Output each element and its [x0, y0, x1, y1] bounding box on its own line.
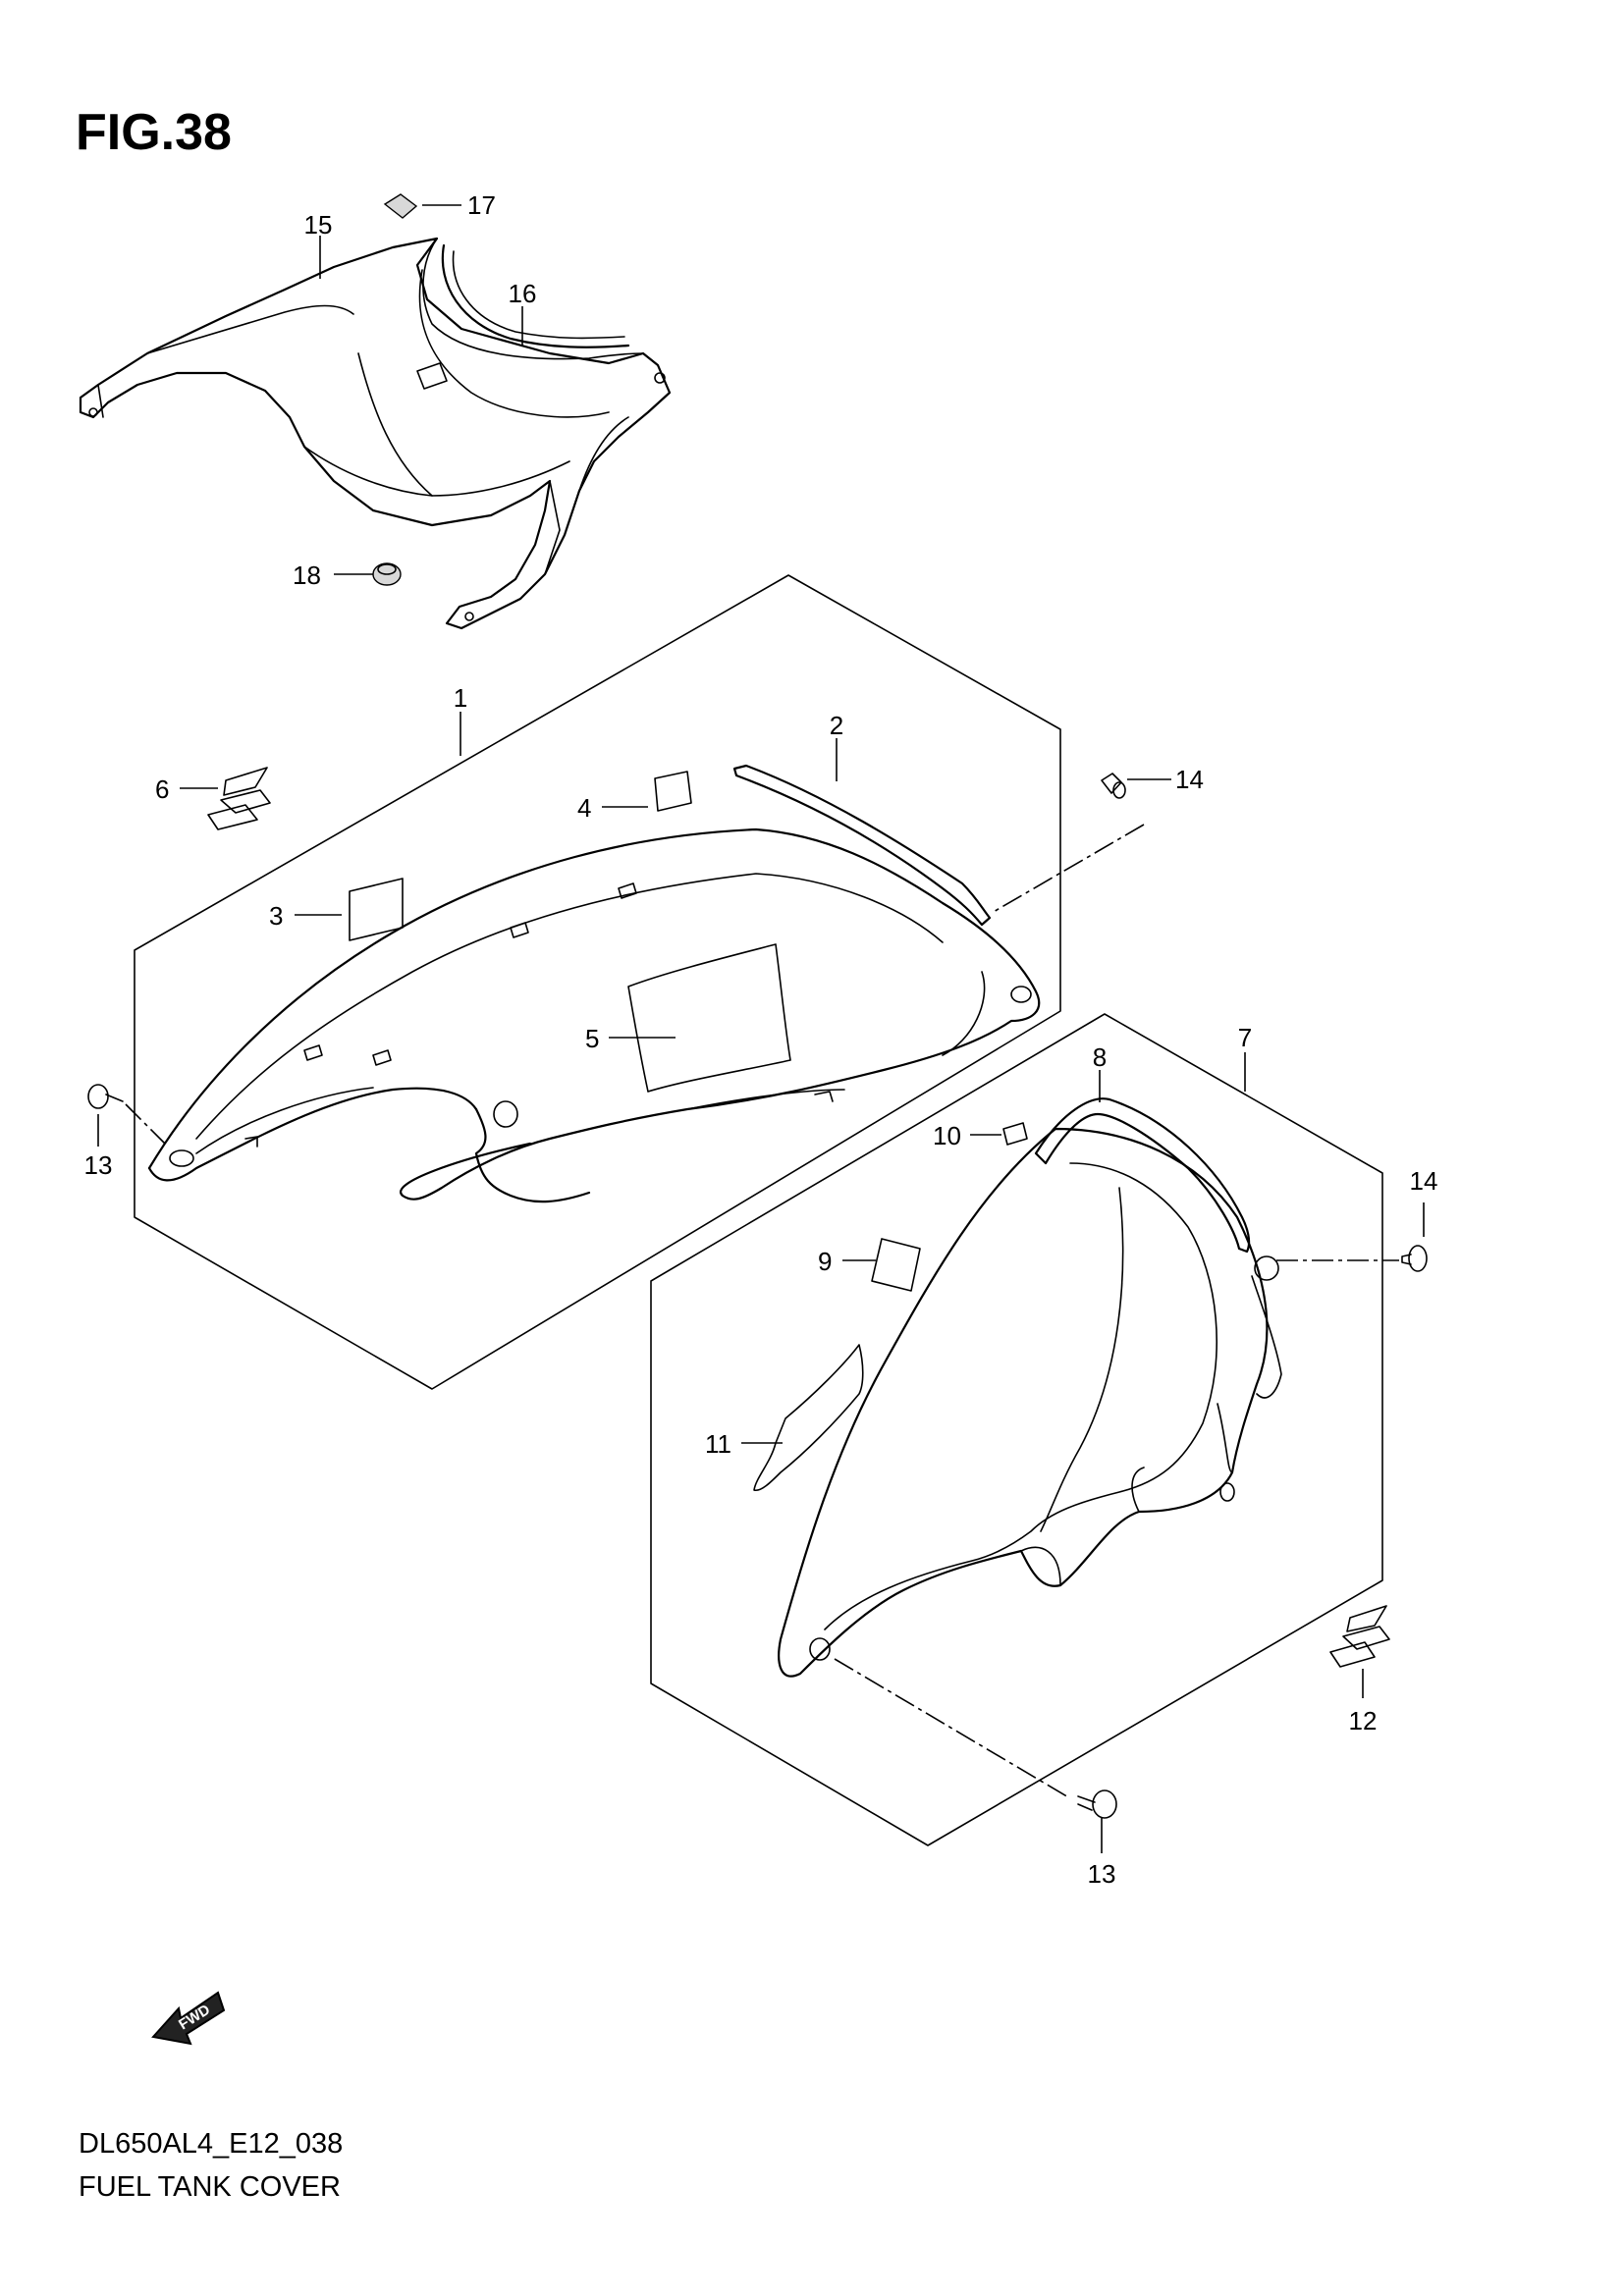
part-14-fastener-b	[1401, 1245, 1428, 1272]
callout-3: 3	[269, 901, 283, 931]
fwd-arrow-icon: FWD	[151, 1991, 226, 2046]
part-8-strip	[1034, 1097, 1251, 1254]
model-code: DL650AL4_E12_038	[79, 2128, 343, 2160]
callout-18: 18	[293, 561, 321, 590]
callout-16: 16	[509, 279, 537, 308]
diagram-caption: FUEL TANK COVER	[79, 2171, 341, 2203]
callout-13b: 13	[1088, 1859, 1116, 1889]
callout-15: 15	[304, 210, 333, 240]
assembly-line-13b	[834, 1658, 1071, 1799]
callout-5: 5	[585, 1024, 599, 1053]
part-10-sticker	[1002, 1122, 1028, 1146]
callout-7: 7	[1238, 1023, 1252, 1052]
callout-14a: 14	[1175, 765, 1204, 794]
callout-9: 9	[818, 1247, 832, 1276]
part-14-fastener-a	[1101, 773, 1126, 799]
part-9-sticker	[871, 1238, 921, 1292]
part-4-sticker	[654, 771, 692, 812]
callout-4: 4	[577, 793, 591, 823]
callout-11: 11	[705, 1429, 731, 1459]
callout-17: 17	[467, 190, 496, 220]
part-18-grommet	[372, 562, 402, 586]
part-3-sticker	[349, 878, 404, 941]
part-12-emblem-icon	[1329, 1605, 1390, 1668]
callout-12: 12	[1349, 1706, 1378, 1735]
part-17-label	[383, 193, 418, 219]
callout-2: 2	[830, 711, 843, 740]
part-2-strip	[732, 764, 992, 927]
callout-10: 10	[933, 1121, 961, 1150]
callout-13a: 13	[84, 1150, 113, 1180]
assembly-line-13a	[125, 1103, 166, 1145]
part-5-sheet	[627, 943, 791, 1093]
callout-6: 6	[155, 774, 169, 804]
callout-1: 1	[454, 683, 467, 713]
callout-8: 8	[1093, 1042, 1107, 1072]
part-11-sheet	[753, 1344, 864, 1492]
kit-box-1	[134, 574, 1061, 1390]
part-13-screw-a	[87, 1084, 124, 1109]
kit-box-7	[650, 1013, 1383, 1846]
callout-14b: 14	[1410, 1166, 1438, 1196]
assembly-line-14a	[991, 824, 1145, 914]
part-7-right-tank-cover	[778, 1127, 1282, 1678]
part-15-top-cover	[79, 237, 672, 630]
part-6-emblem-icon	[207, 767, 271, 830]
figure-title: FIG.38	[76, 104, 232, 161]
part-13-screw-b	[1077, 1789, 1117, 1819]
part-1-left-tank-cover	[147, 828, 1041, 1203]
